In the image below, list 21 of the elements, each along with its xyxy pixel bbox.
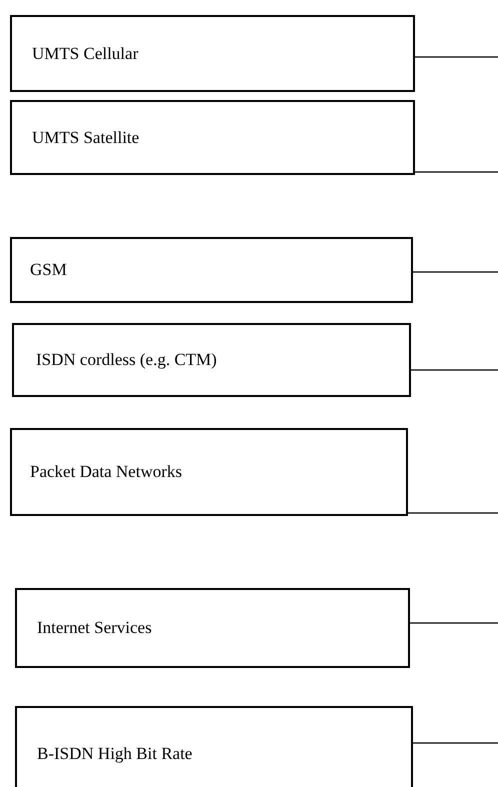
box-label: GSM (30, 260, 67, 280)
box-label: UMTS Satellite (32, 128, 140, 148)
connector-line (410, 622, 498, 624)
process-box (15, 588, 410, 668)
connector-line (408, 512, 498, 514)
box-label: Packet Data Networks (30, 462, 182, 482)
process-box (10, 428, 408, 516)
connector-line (413, 271, 498, 273)
box-label: B-ISDN High Bit Rate (37, 744, 192, 764)
box-label: UMTS Cellular (32, 44, 138, 64)
box-label: ISDN cordless (e.g. CTM) (36, 350, 217, 370)
process-box (10, 100, 415, 175)
connector-line (411, 369, 498, 371)
process-box (12, 323, 411, 397)
connector-line (413, 742, 498, 744)
box-label: Internet Services (37, 618, 152, 638)
process-box (15, 706, 413, 787)
connector-line (415, 56, 498, 58)
connector-line (415, 171, 498, 173)
process-box (10, 15, 415, 92)
process-box (10, 237, 413, 303)
